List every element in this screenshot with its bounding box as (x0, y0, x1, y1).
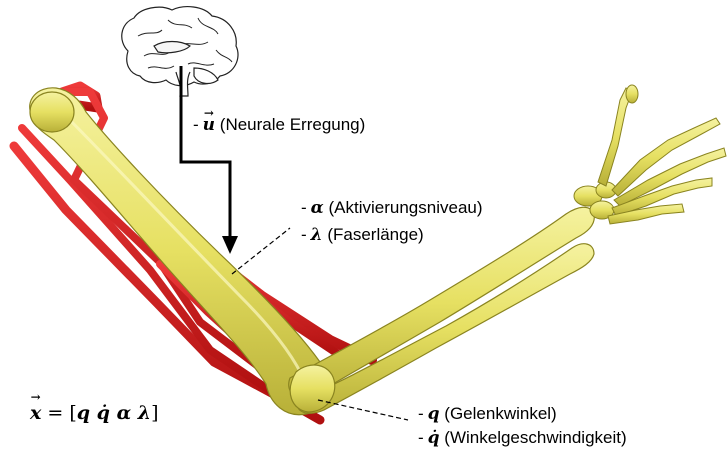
state-vector-terms: q q̇ α λ (77, 402, 151, 424)
state-vector-formula: x = [q q̇ α λ] (30, 402, 159, 424)
state-vector-bracket-close: ] (151, 402, 158, 424)
symbol-q: q (428, 404, 440, 424)
symbol-alpha: α (311, 198, 324, 218)
label-joint-angle: -q (Gelenkwinkel) (418, 404, 557, 424)
state-vector-bracket-open: [ (69, 402, 76, 424)
symbol-lambda: λ (311, 225, 323, 245)
label-activation-level: -α (Aktivierungsniveau) (301, 198, 483, 218)
label-q-text: (Gelenkwinkel) (444, 404, 556, 423)
label-alpha-text: (Aktivierungsniveau) (329, 198, 483, 217)
label-fiber-length: -λ (Faserlänge) (301, 225, 424, 245)
label-neural-excitation: -u (Neurale Erregung) (193, 115, 365, 135)
pointer-line-alpha (232, 228, 290, 274)
state-vector-equals: = (47, 402, 63, 424)
symbol-qdot: q̇ (428, 428, 440, 448)
humerus-bone (30, 88, 329, 415)
label-lambda-text: (Faserlänge) (327, 225, 423, 244)
label-angular-velocity: -q̇ (Winkelgeschwindigkeit) (418, 428, 627, 448)
label-qdot-text: (Winkelgeschwindigkeit) (444, 428, 626, 447)
hand-bones (574, 85, 726, 224)
symbol-u: u (203, 115, 215, 135)
label-u-text: (Neurale Erregung) (220, 115, 366, 134)
state-vector-lhs: x (30, 402, 41, 424)
